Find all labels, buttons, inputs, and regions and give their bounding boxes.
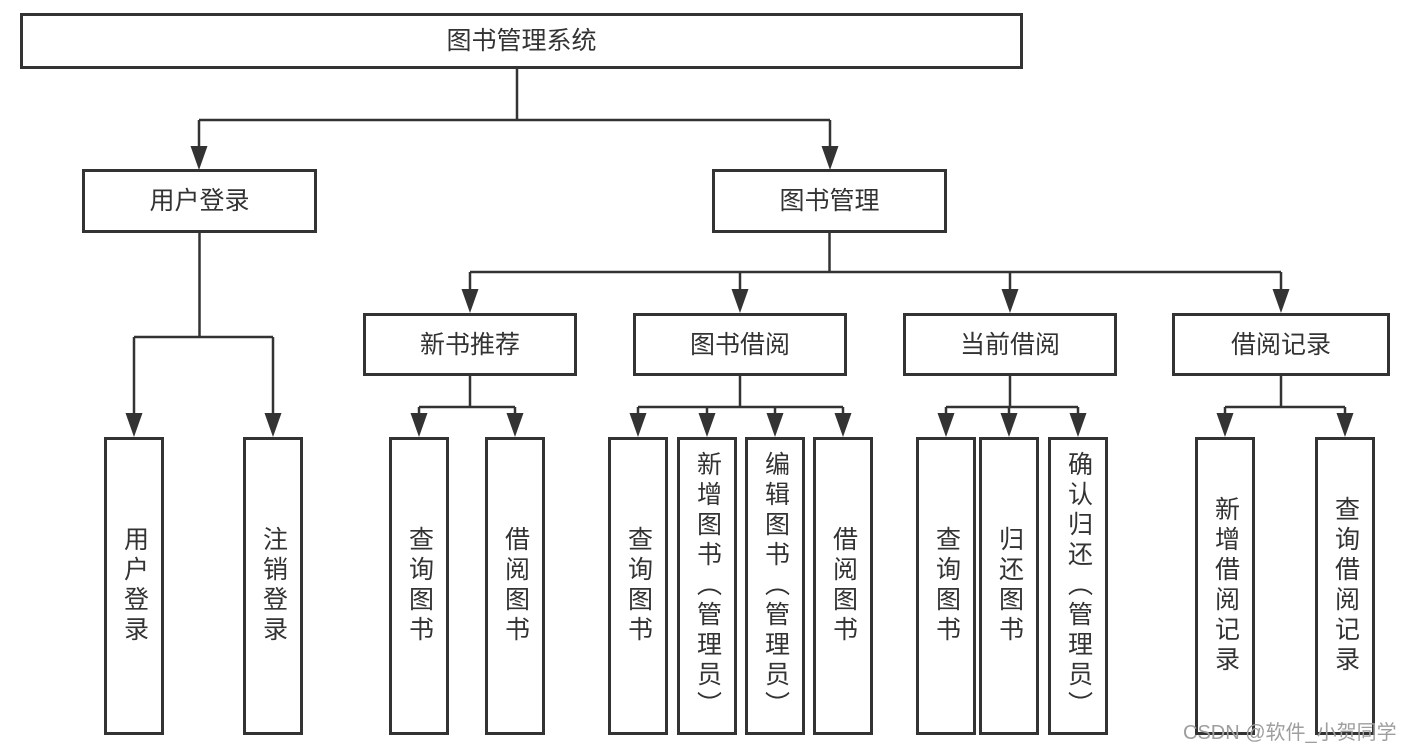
- node-current-borrowing: 当前借阅: [903, 313, 1117, 376]
- arrow-down-icon: [461, 289, 479, 313]
- node-label: 新书推荐: [419, 330, 520, 359]
- leaf-current-query-books: 查询图书: [916, 437, 976, 735]
- leaf-logout-login: 注销登录: [243, 437, 303, 735]
- node-label: 查询图书: [624, 526, 653, 646]
- arrow-down-icon: [1000, 413, 1018, 437]
- leaf-recommend-query-books: 查询图书: [389, 437, 449, 735]
- leaf-current-return-books: 归还图书: [979, 437, 1039, 735]
- node-book-borrowing: 图书借阅: [633, 313, 847, 376]
- connector-stems: [132, 69, 1347, 433]
- arrow-down-icon: [264, 413, 282, 437]
- node-label: 确认归还（管理员）: [1064, 451, 1093, 721]
- arrow-down-icon: [1001, 289, 1019, 313]
- node-label: 当前借阅: [959, 330, 1060, 359]
- arrow-down-icon: [1069, 413, 1087, 437]
- arrow-down-icon: [766, 413, 784, 437]
- leaf-user-login: 用户登录: [104, 437, 164, 735]
- node-label: 新增图书（管理员）: [693, 451, 722, 721]
- leaf-borrowing-add-books-admin: 新增图书（管理员）: [677, 437, 737, 735]
- node-label: 注销登录: [259, 526, 288, 646]
- node-new-book-recommend: 新书推荐: [363, 313, 577, 376]
- node-label: 用户登录: [149, 187, 250, 215]
- node-label: 查询图书: [932, 526, 961, 646]
- arrow-down-icon: [125, 413, 143, 437]
- csdn-watermark: CSDN @软件_小贺同学: [1183, 722, 1397, 744]
- node-user-login: 用户登录: [82, 169, 317, 233]
- node-label: 借阅图书: [829, 526, 858, 646]
- node-label: 借阅图书: [501, 526, 530, 646]
- node-library-management-system: 图书管理系统: [20, 13, 1023, 69]
- leaf-records-add-borrow-record: 新增借阅记录: [1195, 437, 1255, 735]
- arrow-down-icon: [629, 413, 647, 437]
- leaf-borrowing-edit-books-admin: 编辑图书（管理员）: [745, 437, 805, 735]
- arrow-down-icon: [410, 413, 428, 437]
- arrow-down-icon: [834, 413, 852, 437]
- arrow-down-icon: [190, 146, 208, 170]
- leaf-current-confirm-return-admin: 确认归还（管理员）: [1048, 437, 1108, 735]
- arrowheads: [125, 146, 1354, 437]
- node-borrow-records: 借阅记录: [1172, 313, 1390, 376]
- arrow-down-icon: [1216, 413, 1234, 437]
- arrow-down-icon: [506, 413, 524, 437]
- node-book-management: 图书管理: [712, 169, 947, 233]
- node-label: 编辑图书（管理员）: [761, 451, 790, 721]
- arrow-down-icon: [731, 289, 749, 313]
- leaf-recommend-borrow-books: 借阅图书: [485, 437, 545, 735]
- node-label: 图书管理: [779, 187, 880, 215]
- arrow-down-icon: [1336, 413, 1354, 437]
- node-label: 图书借阅: [689, 330, 790, 359]
- node-label: 新增借阅记录: [1211, 496, 1240, 676]
- arrow-down-icon: [1272, 289, 1290, 313]
- node-label: 查询图书: [405, 526, 434, 646]
- node-label: 图书管理系统: [446, 27, 597, 55]
- arrow-down-icon: [937, 413, 955, 437]
- arrow-down-icon: [821, 146, 839, 170]
- leaf-records-query-borrow-record: 查询借阅记录: [1315, 437, 1375, 735]
- node-label: 用户登录: [120, 526, 149, 646]
- node-label: 借阅记录: [1230, 330, 1331, 359]
- leaf-borrowing-query-books: 查询图书: [608, 437, 668, 735]
- arrow-down-icon: [698, 413, 716, 437]
- node-label: 归还图书: [995, 526, 1024, 646]
- node-label: 查询借阅记录: [1331, 496, 1360, 676]
- leaf-borrowing-borrow-books: 借阅图书: [813, 437, 873, 735]
